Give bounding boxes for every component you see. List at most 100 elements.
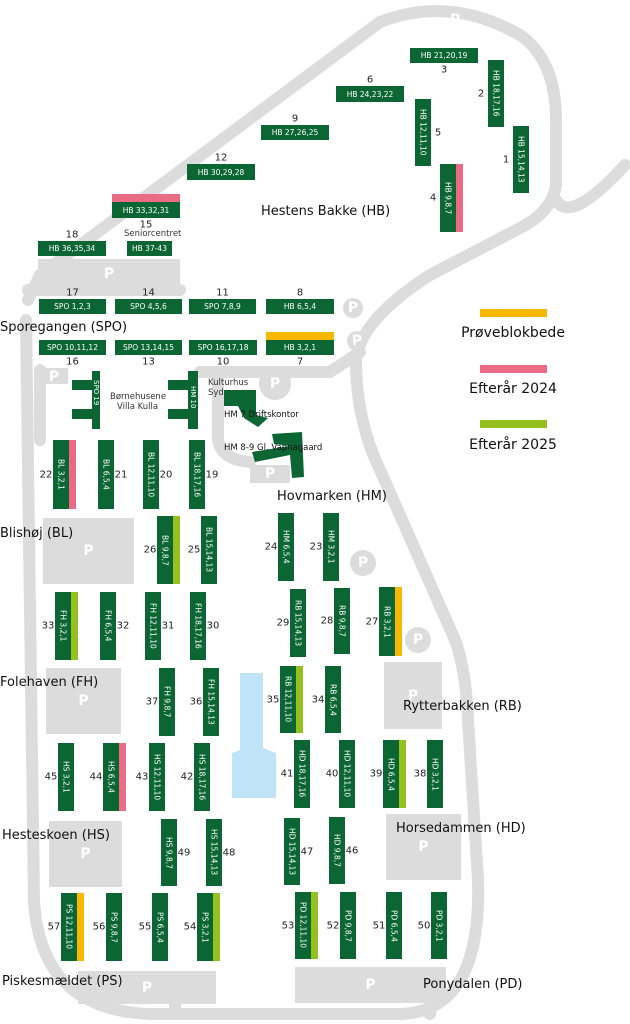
building-hb-21-20-19[interactable]: HB 21,20,19 — [410, 48, 478, 63]
status-mark-pink — [69, 440, 76, 509]
building-hb-24-23-22[interactable]: HB 24,23,22 — [336, 86, 404, 102]
parking-lot: P — [386, 814, 461, 880]
building-fh-12-11-10[interactable]: FH 12,11,10 — [145, 592, 161, 660]
building-label: HB 3,2,1 — [283, 343, 317, 352]
building-pd-9-8-7[interactable]: PD 9,8,7 — [340, 892, 356, 959]
building-hd-12-11-10[interactable]: HD 12,11,10 — [339, 740, 355, 808]
parking-marker: P — [74, 200, 86, 216]
building-label: SPO 13,14,15 — [123, 343, 174, 352]
building-hm-3-2-1[interactable]: HM 3,2,1 — [323, 513, 339, 581]
building-label: HB 37-43 — [132, 244, 167, 253]
building-hd-18-17-16[interactable]: HD 18,17,16 — [294, 740, 310, 808]
building-spo-16-17-18[interactable]: SPO 16,17,18 — [189, 340, 257, 355]
building-label: RB 6,5,4 — [328, 683, 338, 716]
parking-marker: P — [48, 369, 60, 385]
building-fh-9-8-7[interactable]: FH 9,8,7 — [159, 668, 175, 736]
building-number: 5 — [434, 127, 442, 138]
building-hs-3-2-1[interactable]: HS 3,2,1 — [58, 743, 74, 811]
legend-label-efterar-2024: Efterår 2024 — [469, 381, 557, 397]
building-number: 52 — [326, 920, 340, 931]
building-spo-10-11-12[interactable]: SPO 10,11,12 — [39, 340, 106, 355]
building-rb-12-11-10[interactable]: RB 12,11,10 — [280, 666, 296, 733]
building-hd-3-2-1[interactable]: HD 3,2,1 — [427, 740, 443, 808]
building-label: BL 12,11,10 — [146, 451, 156, 498]
building-number: 13 — [142, 356, 155, 368]
building-hd-6-5-4[interactable]: HD 6,5,4 — [383, 740, 399, 808]
building-number: 42 — [180, 771, 194, 783]
building-bl-6-5-4[interactable]: BL 6,5,4 — [98, 440, 114, 509]
parking-lot: P — [46, 668, 121, 734]
building-label: FH 18,17,16 — [193, 603, 203, 649]
building-hs-18-17-16[interactable]: HS 18,17,16 — [194, 743, 210, 811]
building-hb-30-29-28[interactable]: HB 30,29,28 — [187, 164, 255, 180]
building-spo-13-14-15[interactable]: SPO 13,14,15 — [115, 340, 182, 355]
building-label: SPO 4,5,6 — [130, 302, 167, 311]
building-rb-3-2-1[interactable]: RB 3,2,1 — [379, 587, 395, 656]
building-spo-1-2-3[interactable]: SPO 1,2,3 — [39, 299, 106, 314]
building-fh-15-14-13[interactable]: FH 15,14,13 — [203, 668, 219, 736]
building-label: HS 9,8,7 — [164, 836, 174, 869]
building-hs-6-5-4[interactable]: HS 6,5,4 — [103, 743, 119, 811]
building-hb-9-8-7[interactable]: HB 9,8,7 — [440, 164, 456, 232]
building-hs-12-11-10[interactable]: HS 12,11,10 — [149, 743, 165, 811]
building-bl-3-2-1[interactable]: BL 3,2,1 — [53, 440, 69, 509]
building-ps-12-11-10[interactable]: PS 12,11,10 — [61, 893, 77, 961]
building-pd-6-5-4[interactable]: PD 6,5,4 — [386, 892, 402, 959]
building-hb-27-26-25[interactable]: HB 27,26,25 — [261, 125, 329, 140]
building-number: 8 — [296, 287, 304, 299]
building-label: HD 18,17,16 — [297, 750, 307, 798]
building-bl-18-17-16[interactable]: BL 18,17,16 — [189, 440, 205, 509]
status-mark-green — [71, 592, 78, 660]
building-hd-15-14-13[interactable]: HD 15,14,13 — [284, 818, 300, 885]
parking-marker: P — [269, 376, 281, 392]
building-hb-37-43[interactable]: HB 37-43 — [127, 241, 172, 256]
building-ps-6-5-4[interactable]: PS 6,5,4 — [152, 893, 168, 961]
building-label: PD 3,2,1 — [434, 909, 444, 942]
building-bl-12-11-10[interactable]: BL 12,11,10 — [143, 440, 159, 509]
building-hd-9-8-7[interactable]: HD 9,8,7 — [329, 817, 345, 884]
building-hm-6-5-4[interactable]: HM 6,5,4 — [278, 513, 294, 581]
building-label: HS 6,5,4 — [106, 761, 116, 793]
building-ps-3-2-1[interactable]: PS 3,2,1 — [197, 893, 213, 961]
building-hb-18-17-16[interactable]: HB 18,17,16 — [488, 60, 504, 127]
building-number: 26 — [143, 544, 157, 556]
building-hb-6-5-4[interactable]: HB 6,5,4 — [266, 299, 334, 314]
building-label: HS 15,14,13 — [209, 829, 219, 876]
building-fh-3-2-1[interactable]: FH 3,2,1 — [55, 592, 71, 660]
seniorcentret-label: Seniorcentret — [124, 229, 182, 239]
building-rb-6-5-4[interactable]: RB 6,5,4 — [325, 666, 341, 733]
building-pd-12-11-10[interactable]: PD 12,11,10 — [295, 892, 311, 959]
building-ps-9-8-7[interactable]: PS 9,8,7 — [106, 893, 122, 961]
legend-swatch-proveblokbede — [480, 309, 547, 317]
building-spo-4-5-6[interactable]: SPO 4,5,6 — [115, 299, 182, 314]
building-fh-6-5-4[interactable]: FH 6,5,4 — [100, 592, 116, 660]
building-label: HD 6,5,4 — [386, 757, 396, 791]
building-number: 27 — [365, 616, 379, 627]
building-bl-15-14-13[interactable]: BL 15,14,13 — [201, 516, 217, 584]
building-hs-15-14-13[interactable]: HS 15,14,13 — [206, 819, 222, 886]
building-spo-7-8-9[interactable]: SPO 7,8,9 — [189, 299, 256, 314]
building-number: 32 — [116, 620, 130, 632]
parking-lot: P — [43, 518, 134, 584]
building-label: RB 15,14,13 — [293, 599, 303, 647]
building-hb-15-14-13[interactable]: HB 15,14,13 — [513, 126, 529, 193]
building-hb-12-11-10[interactable]: HB 12,11,10 — [415, 99, 431, 166]
building-label: PS 6,5,4 — [155, 911, 165, 943]
building-hb-3-2-1[interactable]: HB 3,2,1 — [266, 340, 334, 355]
building-number: 25 — [187, 544, 201, 556]
building-hb-33-32-31[interactable]: HB 33,32,31 — [112, 202, 180, 218]
building-label: FH 6,5,4 — [103, 610, 113, 642]
building-label: HD 12,11,10 — [342, 750, 352, 798]
hm7-driftskontor-label: HM 7 Driftskontor — [224, 410, 299, 420]
building-hb-36-35-34[interactable]: HB 36,35,34 — [38, 241, 106, 256]
building-bl-9-8-7[interactable]: BL 9,8,7 — [157, 516, 173, 584]
building-label: PS 9,8,7 — [109, 911, 119, 943]
building-number: 38 — [413, 768, 427, 780]
building-hs-9-8-7[interactable]: HS 9,8,7 — [161, 819, 177, 886]
building-rb-15-14-13[interactable]: RB 15,14,13 — [290, 589, 306, 657]
building-pd-3-2-1[interactable]: PD 3,2,1 — [431, 892, 447, 959]
building-fh-18-17-16[interactable]: FH 18,17,16 — [190, 592, 206, 660]
area-label-sporegangen: Sporegangen (SPO) — [0, 320, 128, 335]
building-rb-9-8-7[interactable]: RB 9,8,7 — [334, 588, 350, 654]
building-label: RB 12,11,10 — [283, 676, 293, 723]
